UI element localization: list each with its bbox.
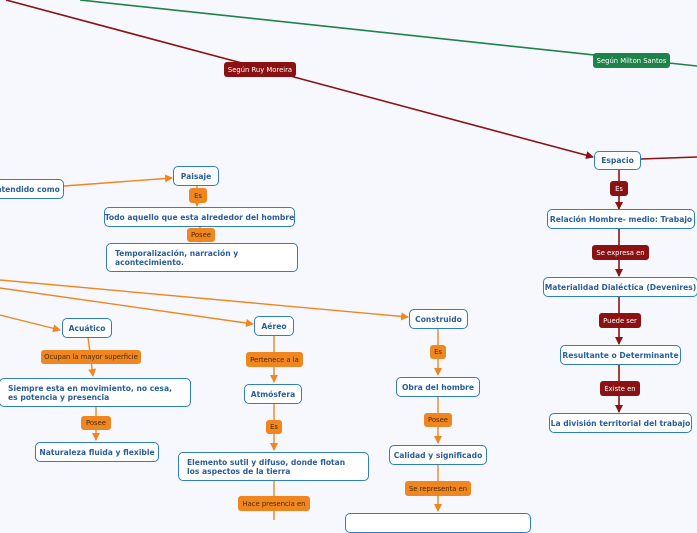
node-naturaleza-fluida[interactable]: Naturaleza fluida y flexible <box>35 442 159 462</box>
node-espacio[interactable]: Espacio <box>594 151 641 170</box>
node-elemento-sutil[interactable]: Elemento sutil y difuso, donde flotan lo… <box>178 452 369 481</box>
label-es-aereo[interactable]: Es <box>266 420 282 434</box>
label-se-expresa-en[interactable]: Se expresa en <box>592 245 649 260</box>
node-acuatico[interactable]: Acuático <box>62 318 112 338</box>
node-obra-del-hombre[interactable]: Obra del hombre <box>396 377 480 397</box>
label-se-representa-en[interactable]: Se representa en <box>405 481 471 496</box>
node-calidad-significado[interactable]: Calidad y significado <box>389 445 487 465</box>
node-atmosfera[interactable]: Atmósfera <box>244 384 302 404</box>
label-es-espacio[interactable]: Es <box>610 181 628 196</box>
label-puede-ser[interactable]: Puede ser <box>599 313 641 328</box>
node-temporalizacion[interactable]: Temporalización, narración y acontecimie… <box>106 243 298 272</box>
node-construido[interactable]: Construido <box>409 309 468 329</box>
node-division-territorial[interactable]: La división territorial del trabajo <box>549 413 692 433</box>
node-relacion-hombre-medio[interactable]: Relación Hombre- medio: Trabajo <box>547 209 695 229</box>
node-resultante-determinante[interactable]: Resultante o Determinante <box>560 345 681 365</box>
label-es-construido[interactable]: Es <box>430 345 446 359</box>
label-posee-paisaje[interactable]: Posee <box>187 228 215 242</box>
label-segun-ruy-moreira[interactable]: Según Ruy Moreira <box>224 62 296 77</box>
node-construido-bottom[interactable] <box>345 513 531 533</box>
label-segun-milton-santos[interactable]: Según Milton Santos <box>593 53 670 68</box>
label-pertenece-a-la[interactable]: Pertenece a la <box>246 352 303 367</box>
label-posee-construido[interactable]: Posee <box>424 413 452 427</box>
node-paisaje[interactable]: Paisaje <box>173 166 219 186</box>
node-siempre-en-movimiento[interactable]: Siempre esta en movimiento, no cesa, es … <box>0 378 191 407</box>
label-es-paisaje[interactable]: Es <box>189 188 207 203</box>
node-materialidad-dialectica[interactable]: Materialidad Dialéctica (Devenires) <box>543 277 697 297</box>
node-aereo[interactable]: Aéreo <box>254 316 294 336</box>
label-posee-acuatico[interactable]: Posee <box>81 416 111 430</box>
label-existe-en[interactable]: Existe en <box>600 381 640 396</box>
label-hace-presencia-en[interactable]: Hace presencia en <box>238 496 310 511</box>
node-entendido-como[interactable]: ntendido como <box>0 179 64 199</box>
node-todo-aquello[interactable]: Todo aquello que esta alrededor del homb… <box>104 207 295 227</box>
label-ocupan-mayor-superficie[interactable]: Ocupan la mayor superficie <box>41 350 141 364</box>
